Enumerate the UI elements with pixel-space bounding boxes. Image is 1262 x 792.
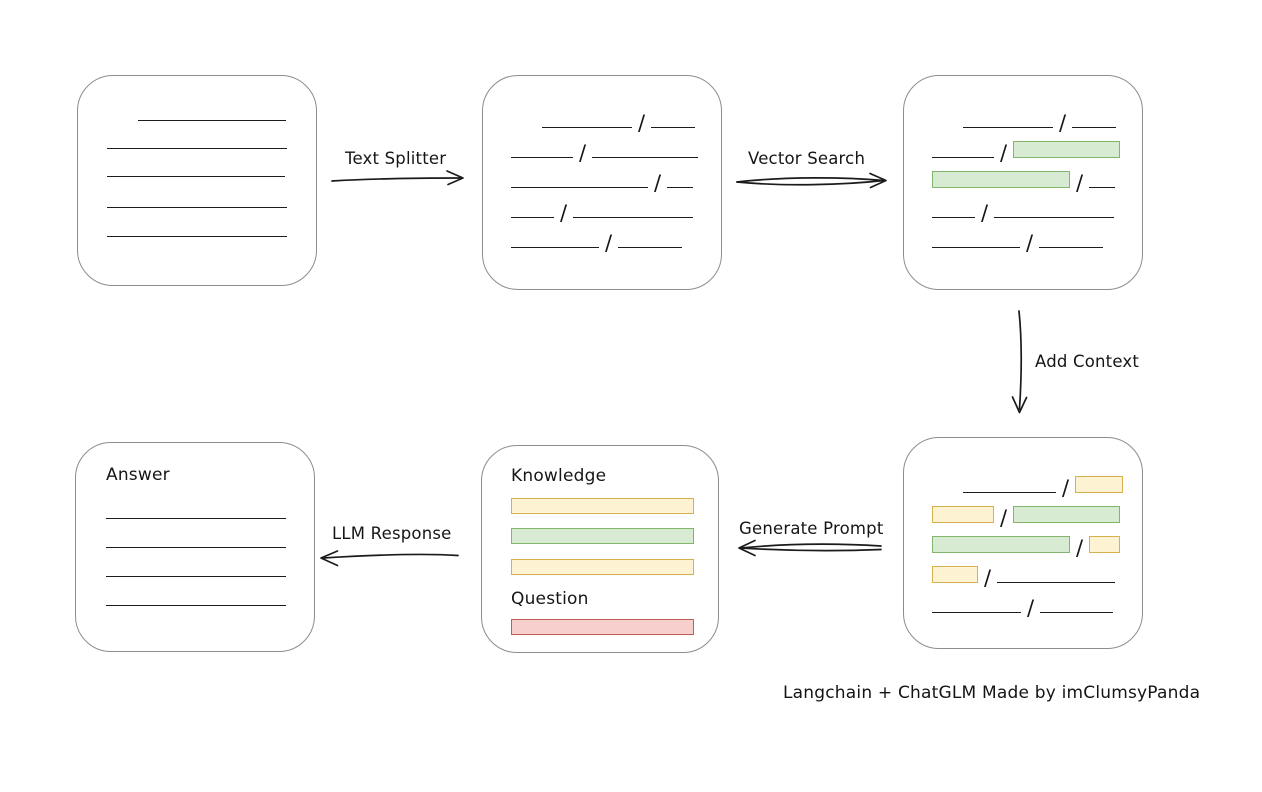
context-chunk-yellow <box>1089 536 1121 553</box>
chunk-row: / <box>932 493 1142 529</box>
slash-separator: / <box>1026 231 1034 255</box>
slash-separator: / <box>1000 506 1008 530</box>
text-segment <box>1072 127 1117 128</box>
text-segment <box>667 187 694 188</box>
add-context-arrow <box>1011 310 1028 414</box>
text-line <box>107 207 287 208</box>
chunk-row: / <box>932 188 1142 224</box>
chunk-row: / <box>932 523 1142 559</box>
text-segment <box>511 187 648 188</box>
chunk-row: / <box>932 218 1142 254</box>
vector-search-arrow <box>736 172 887 189</box>
text-segment <box>1039 247 1104 248</box>
text-segment <box>511 217 554 218</box>
slash-separator: / <box>981 201 989 225</box>
text-segment <box>573 217 694 218</box>
text-splitter-label: Text Splitter <box>345 149 447 168</box>
vector-matched-chunks-node: / / / / / <box>903 75 1143 290</box>
chunk-row: / <box>511 218 721 254</box>
text-segment <box>963 492 1056 493</box>
text-line <box>106 518 286 519</box>
text-line <box>138 120 286 121</box>
text-segment <box>542 127 632 128</box>
text-segment <box>1040 612 1114 613</box>
chunk-row: / <box>511 128 721 164</box>
chunk-row: / <box>932 553 1142 589</box>
chunk-row: / <box>932 583 1142 619</box>
text-segment <box>932 157 994 158</box>
chunk-row: / <box>932 98 1142 134</box>
knowledge-label: Knowledge <box>511 466 607 486</box>
knowledge-chunk-green <box>511 528 694 544</box>
vector-search-label: Vector Search <box>748 149 866 168</box>
split-chunks-node: / / / / / <box>482 75 722 290</box>
slash-separator: / <box>560 201 568 225</box>
text-segment <box>994 217 1115 218</box>
matched-chunk-green <box>1013 141 1121 158</box>
slash-separator: / <box>1000 141 1008 165</box>
document-node <box>77 75 317 286</box>
text-line <box>107 236 287 237</box>
text-segment <box>511 247 599 248</box>
slash-separator: / <box>579 141 587 165</box>
text-segment <box>511 157 573 158</box>
text-line <box>106 547 286 548</box>
text-segment <box>651 127 696 128</box>
slash-separator: / <box>654 171 662 195</box>
text-segment <box>932 217 975 218</box>
context-chunk-yellow <box>932 506 994 523</box>
answer-label: Answer <box>106 465 170 485</box>
slash-separator: / <box>1076 171 1084 195</box>
text-line <box>107 176 285 177</box>
chunk-row: / <box>932 128 1142 164</box>
context-chunk-yellow <box>932 566 978 583</box>
knowledge-chunk-yellow <box>511 498 694 514</box>
llm-response-label: LLM Response <box>332 524 452 543</box>
context-chunk-yellow <box>1075 476 1124 493</box>
add-context-label: Add Context <box>1035 352 1140 371</box>
answer-node: Answer <box>75 442 315 652</box>
text-segment <box>1089 187 1116 188</box>
prompt-node: Knowledge Question <box>481 445 719 653</box>
matched-chunk-green <box>932 536 1070 553</box>
text-line <box>107 148 287 149</box>
context-chunks-node: / / / / / <box>903 437 1143 649</box>
matched-chunk-green <box>932 171 1070 188</box>
chunk-row: / <box>511 158 721 194</box>
slash-separator: / <box>638 111 646 135</box>
slash-separator: / <box>1027 596 1035 620</box>
slash-separator: / <box>984 566 992 590</box>
slash-separator: / <box>605 231 613 255</box>
text-segment <box>997 582 1116 583</box>
generate-prompt-arrow <box>738 539 882 557</box>
text-splitter-arrow <box>331 170 464 186</box>
generate-prompt-label: Generate Prompt <box>739 519 884 538</box>
question-chunk-red <box>511 619 694 635</box>
text-segment <box>963 127 1053 128</box>
text-line <box>106 605 286 606</box>
slash-separator: / <box>1076 536 1084 560</box>
llm-response-arrow <box>320 550 459 567</box>
knowledge-chunk-yellow <box>511 559 694 575</box>
chunk-row: / <box>511 98 721 134</box>
text-segment <box>932 247 1020 248</box>
chunk-row: / <box>932 158 1142 194</box>
text-segment <box>592 157 699 158</box>
text-segment <box>618 247 683 248</box>
chunk-row: / <box>932 463 1142 499</box>
credit-caption: Langchain + ChatGLM Made by imClumsyPand… <box>783 683 1201 703</box>
chunk-row: / <box>511 188 721 224</box>
question-label: Question <box>511 589 589 609</box>
text-line <box>106 576 286 577</box>
slash-separator: / <box>1062 476 1070 500</box>
slash-separator: / <box>1059 111 1067 135</box>
matched-chunk-green <box>1013 506 1121 523</box>
text-segment <box>932 612 1021 613</box>
